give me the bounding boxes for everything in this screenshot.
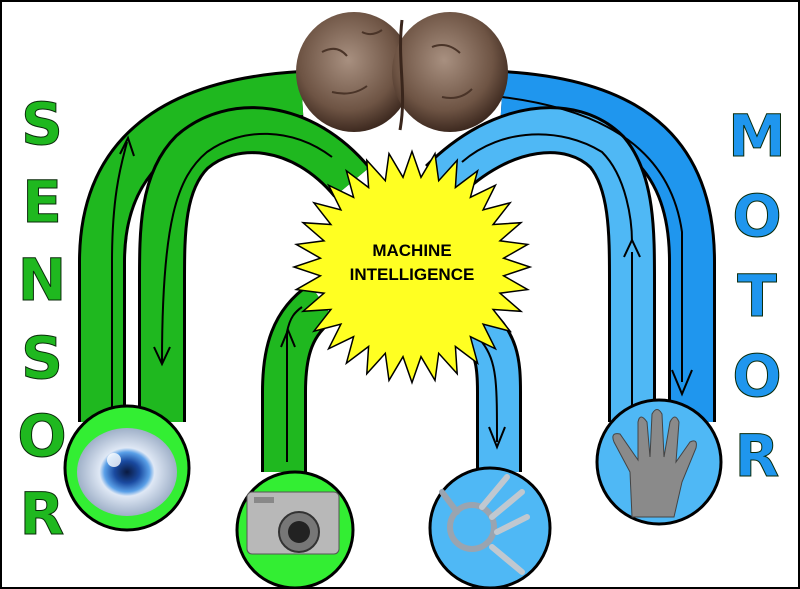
arrowhead — [280, 327, 296, 348]
arrow-up-eye — [111, 141, 128, 412]
title-line1: MACHINE — [372, 241, 451, 260]
eye-icon — [77, 428, 177, 516]
sun-shape — [291, 149, 533, 385]
eye-sensor-node — [63, 404, 191, 532]
motor-pathway-outer — [500, 70, 716, 422]
label-letter: O — [17, 402, 66, 470]
label-letter: S — [21, 90, 63, 158]
machine-intelligence-sun: MACHINE INTELLIGENCE — [291, 149, 533, 385]
arrow-down-hand — [501, 96, 683, 382]
arrow-down-robot — [481, 341, 498, 443]
flow-arrows — [111, 96, 693, 462]
hand-icon — [612, 409, 697, 518]
arrowhead — [488, 426, 506, 450]
robot-hand-icon — [439, 474, 530, 575]
label-letter: S — [21, 324, 63, 392]
label-letter: N — [18, 246, 67, 314]
human-hand-motor-node — [595, 398, 723, 526]
sensor-pathway-outer — [78, 70, 304, 422]
brain-image — [296, 12, 508, 132]
label-letter: E — [22, 168, 62, 236]
motor-label: MOTOR — [723, 102, 792, 503]
sensor-pathway-inner — [138, 106, 371, 422]
robot-hand-motor-node — [428, 466, 552, 587]
title-line2: INTELLIGENCE — [350, 265, 475, 284]
label-letter: R — [20, 480, 65, 548]
arrowhead — [119, 135, 135, 157]
arrowhead — [623, 237, 641, 258]
arrowhead — [153, 346, 171, 367]
camera-icon — [246, 491, 340, 555]
arrow-up-hand — [461, 133, 633, 243]
arrowhead — [671, 369, 693, 397]
camera-sensor-node — [235, 470, 355, 587]
arrow-down-eye — [161, 132, 333, 363]
